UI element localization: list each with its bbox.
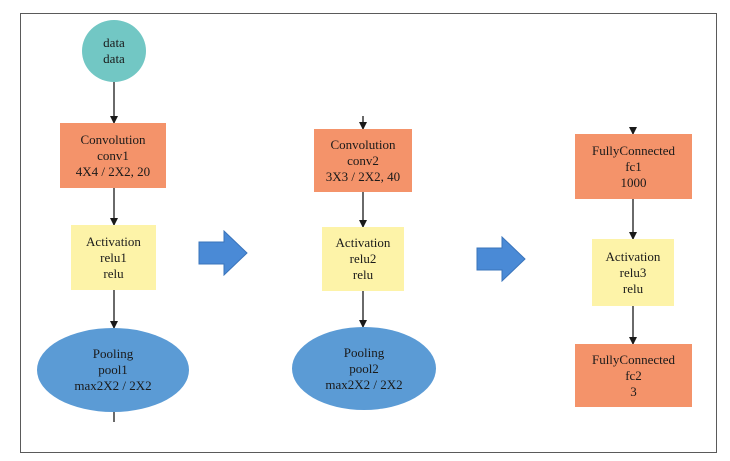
data-node-line1: data (103, 35, 125, 50)
fc1-units: 1000 (620, 174, 647, 190)
conv2-params: 3X3 / 2X2, 40 (325, 168, 401, 184)
pool2-name: pool2 (349, 360, 379, 376)
pool1-node: Pooling pool1 max2X2 / 2X2 (37, 328, 189, 412)
relu2-node: Activation relu2 relu (322, 227, 404, 291)
relu1-node: Activation relu1 relu (71, 225, 156, 290)
fc1-type: FullyConnected (591, 142, 676, 158)
pool2-type: Pooling (343, 344, 385, 360)
conv2-node: Convolution conv2 3X3 / 2X2, 40 (314, 129, 412, 192)
relu3-fn: relu (622, 280, 644, 296)
conv1-name: conv1 (97, 147, 129, 163)
relu3-name: relu3 (619, 264, 647, 280)
conv2-type: Convolution (330, 136, 396, 152)
fc2-node: FullyConnected fc2 3 (575, 344, 692, 407)
fc2-name: fc2 (625, 367, 642, 383)
flow-arrow-1-icon (198, 230, 248, 276)
pool1-name: pool1 (98, 362, 128, 377)
data-node: data data (82, 20, 146, 82)
conv2-name: conv2 (347, 152, 379, 168)
relu3-type: Activation (605, 248, 661, 264)
flow-arrow-2-icon (476, 236, 526, 282)
conv1-params: 4X4 / 2X2, 20 (75, 163, 151, 179)
relu3-node: Activation relu3 relu (592, 239, 674, 306)
relu2-fn: relu (352, 267, 374, 282)
conv1-type: Convolution (80, 131, 146, 147)
pool2-node: Pooling pool2 max2X2 / 2X2 (292, 327, 436, 410)
relu2-type: Activation (335, 235, 391, 250)
data-node-line2: data (103, 51, 125, 66)
relu1-name: relu1 (100, 249, 127, 265)
relu1-type: Activation (86, 233, 141, 249)
relu1-fn: relu (103, 265, 124, 281)
pool1-params: max2X2 / 2X2 (74, 378, 152, 393)
pool1-type: Pooling (92, 346, 134, 361)
relu2-name: relu2 (349, 251, 377, 266)
fc2-units: 3 (630, 383, 637, 399)
conv1-node: Convolution conv1 4X4 / 2X2, 20 (60, 123, 166, 188)
fc2-type: FullyConnected (591, 351, 676, 367)
fc1-name: fc1 (625, 158, 642, 174)
fc1-node: FullyConnected fc1 1000 (575, 134, 692, 199)
pool2-params: max2X2 / 2X2 (325, 376, 403, 392)
diagram-frame (20, 13, 717, 453)
